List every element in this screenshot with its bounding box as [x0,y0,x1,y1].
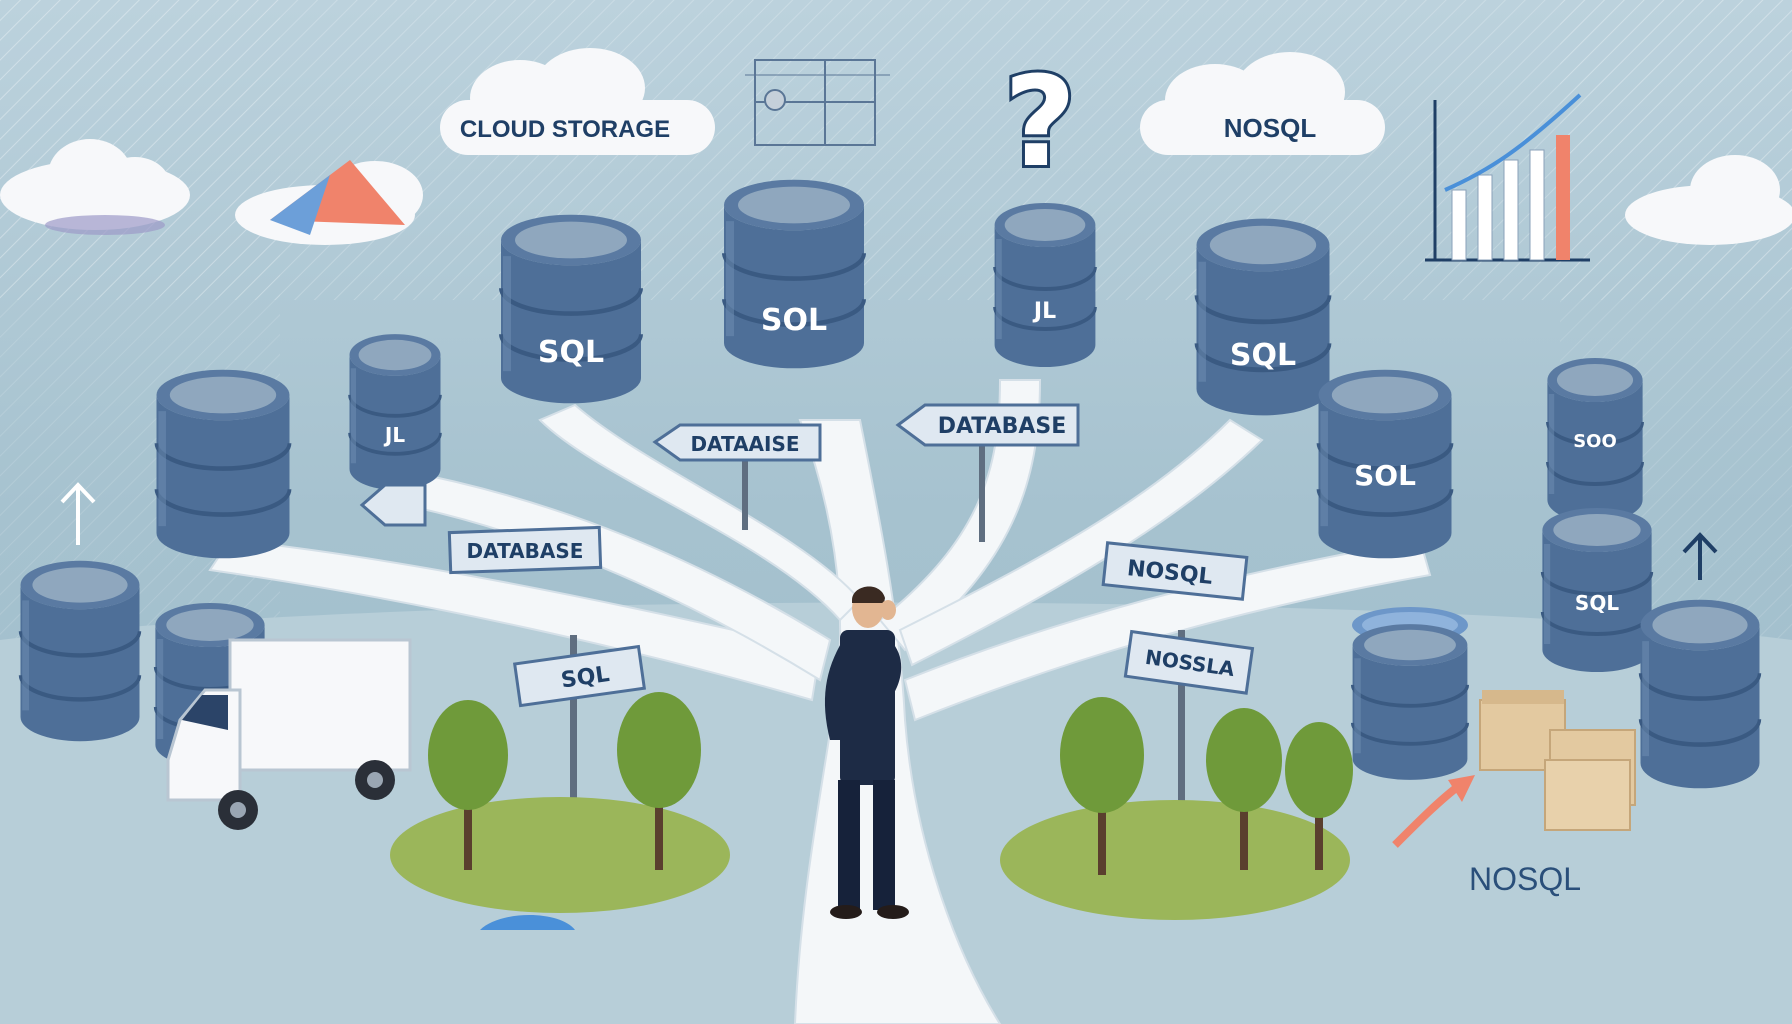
sign-left-mid-label: DATABASE [467,539,584,563]
sketch-diagram-icon [745,59,890,146]
nosql-cloud-label: NOSQL [1224,113,1317,143]
up-arrow-icon-left [60,482,96,545]
database-right-cluster: SQL [1542,508,1651,672]
grass-island-left [390,797,730,930]
database-center-top: SOL [724,180,864,369]
sign-right-upper-label: DATABASE [938,414,1067,439]
database-right-top: SQL [1197,219,1330,416]
database-right-cluster-label: SQL [1575,591,1619,615]
tree-left-1 [428,700,508,870]
floating-nosql-label: NOSQL [1469,861,1581,897]
cloud-storage-cloud: CLOUD STORAGE [440,48,715,155]
database-left-small-label: JL [383,423,405,447]
database-right-far-small: SOO [1547,358,1642,522]
signpost-left-mid: DATABASE [359,483,603,575]
signpost-left-upper: DATAAISE [652,423,822,530]
database-far-left [20,561,139,741]
tree-right-2 [1206,708,1282,870]
database-left-large [157,370,290,559]
cloud-right [1625,155,1792,245]
database-right-far-small-label: SOO [1573,431,1617,452]
delivery-truck [166,638,412,830]
database-right-top-label: SQL [1230,338,1296,373]
tree-right-3 [1285,722,1353,870]
database-right-light-top [1352,607,1468,780]
database-mid-right-small-label: JL [1032,299,1056,324]
tree-right-1 [1060,697,1144,875]
up-arrow-icon-right [1682,532,1718,580]
database-far-right-lower [1641,600,1760,789]
database-left-small: JL [350,334,441,490]
sign-left-upper-label: DATAAISE [690,432,799,456]
database-center-top-label: SOL [761,303,827,338]
cloud-left [0,139,190,235]
cloud-left-mountain [235,160,423,245]
nosql-cloud: NOSQL [1140,52,1385,155]
signpost-right-mid: NOSQL [1101,541,1249,601]
sky-stripes [0,0,1792,300]
signpost-right-upper: DATABASE [895,403,1080,542]
businessman-figure [824,586,909,919]
cardboard-boxes [1479,690,1636,831]
database-mid-right-small: JL [995,203,1096,367]
database-right-mid: SOL [1319,370,1452,559]
signpost-left-lower: SQL [512,635,647,870]
signpost-right-lower: NOSSLA [1123,629,1255,870]
database-left-top: SQL [501,215,641,404]
orange-arrow-icon [1392,775,1475,848]
cloud-storage-label: CLOUD STORAGE [460,116,670,143]
grass-island-right [1000,800,1350,920]
database-left-top-label: SQL [538,335,604,370]
tree-left-2 [617,692,701,870]
database-right-mid-label: SOL [1354,459,1416,492]
question-mark: ? [1004,50,1077,195]
growth-chart-icon [1425,93,1590,262]
